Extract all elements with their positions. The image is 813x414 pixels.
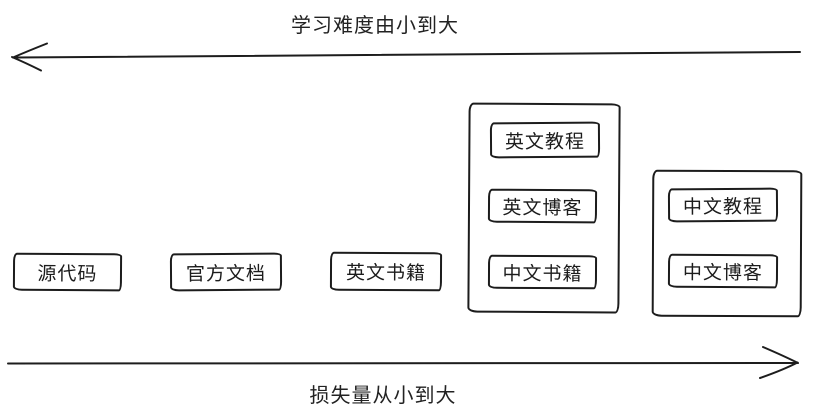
box-english-tutorials: 英文教程 [489,121,601,159]
box-official-docs-label: 官方文档 [185,262,267,285]
bottom-axis-label: 损失量从小到大 [309,383,457,407]
box-chinese-tutorials: 中文教程 [667,187,779,223]
left-arrow [11,42,801,72]
top-axis-label: 学习难度由小到大 [291,13,459,37]
box-chinese-books: 中文书籍 [487,254,598,290]
box-english-books-label: 英文书籍 [345,261,427,285]
box-chinese-tutorials-label: 中文教程 [682,195,764,218]
box-english-blogs: 英文博客 [487,188,598,224]
box-source-code-label: 源代码 [37,262,98,285]
box-source-code: 源代码 [12,252,123,292]
box-english-tutorials-label: 英文教程 [504,130,586,153]
box-english-books: 英文书籍 [329,251,443,292]
box-chinese-books-label: 中文书籍 [502,262,583,285]
box-chinese-blogs-label: 中文博客 [682,261,764,284]
box-english-blogs-label: 英文博客 [502,196,583,219]
box-official-docs: 官方文档 [169,252,283,292]
box-chinese-blogs: 中文博客 [667,253,779,289]
right-arrow [7,346,799,379]
